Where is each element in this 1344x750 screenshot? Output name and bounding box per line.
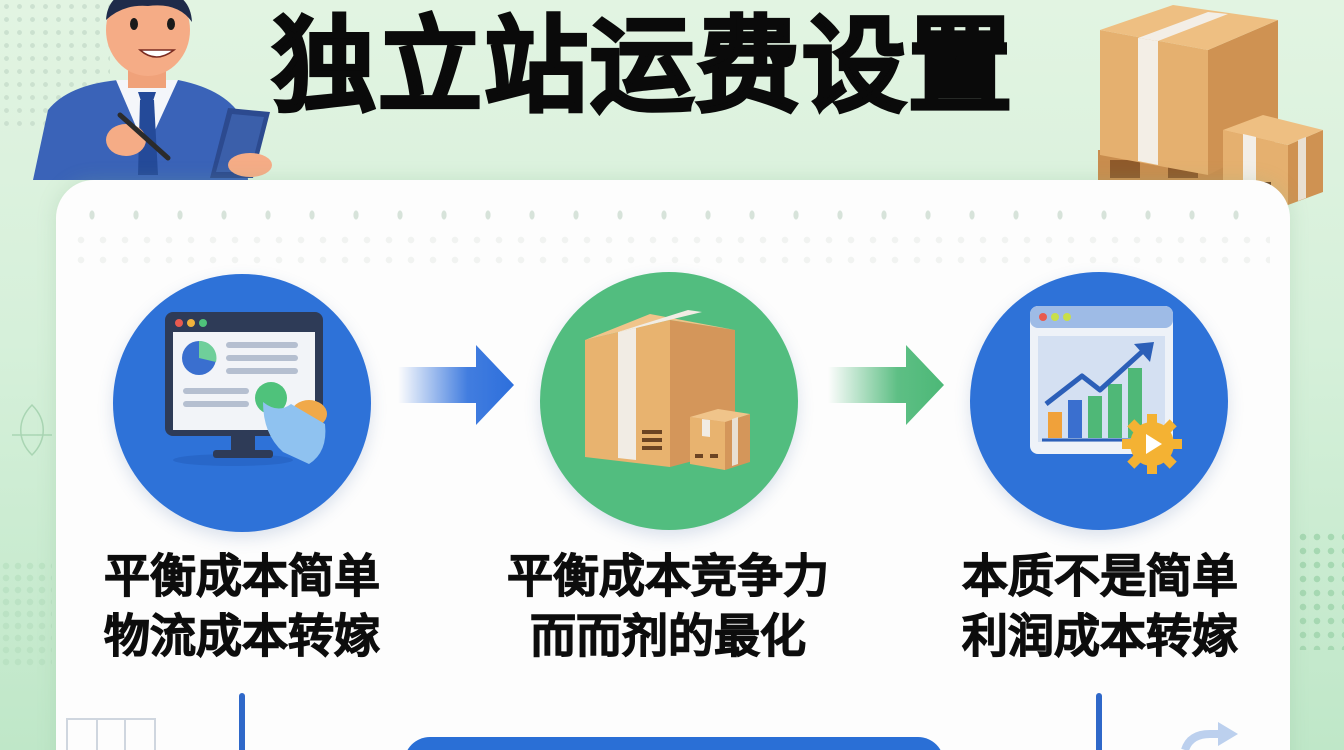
background-dot-pattern: [0, 560, 52, 670]
page-title: 独立站运费设置: [271, 4, 1015, 129]
step-3-caption-line1: 本质不是简单: [962, 549, 1239, 604]
leaf-outline-icon: [12, 403, 52, 457]
shipping-boxes-icon: [585, 310, 750, 470]
step-2-caption-line2: 而而剂的最化: [530, 609, 807, 664]
divider-line: [1096, 693, 1102, 750]
decorative-pattern: [70, 230, 1270, 270]
decorative-dot-row: [70, 208, 1270, 222]
step-2-caption-line1: 平衡成本竞争力: [507, 549, 830, 604]
background-dot-pattern: [1296, 530, 1344, 650]
bottom-banner: [404, 737, 944, 750]
step-3-caption: 本质不是简单 利润成本转嫁: [910, 546, 1290, 666]
step-1-circle: [113, 274, 371, 532]
divider-line: [239, 693, 245, 750]
step-3-circle: [970, 272, 1228, 530]
step-1-caption-line2: 物流成本转嫁: [104, 609, 381, 664]
table-grid-icon: [66, 718, 156, 750]
monitor-dashboard-click-icon: [165, 312, 327, 466]
step-1-caption: 平衡成本简单 物流成本转嫁: [52, 546, 432, 666]
arrow-right-icon: [398, 345, 514, 425]
curved-arrow-icon: [1181, 722, 1238, 750]
arrow-right-icon: [828, 345, 944, 425]
step-3-caption-line2: 利润成本转嫁: [962, 609, 1239, 664]
step-2-caption: 平衡成本竞争力 而而剂的最化: [478, 546, 858, 666]
businessman-with-tablet-illustration: [33, 0, 272, 180]
growth-chart-gear-icon: [1030, 306, 1182, 474]
step-1-caption-line1: 平衡成本简单: [104, 549, 381, 604]
step-2-circle: [540, 272, 798, 530]
